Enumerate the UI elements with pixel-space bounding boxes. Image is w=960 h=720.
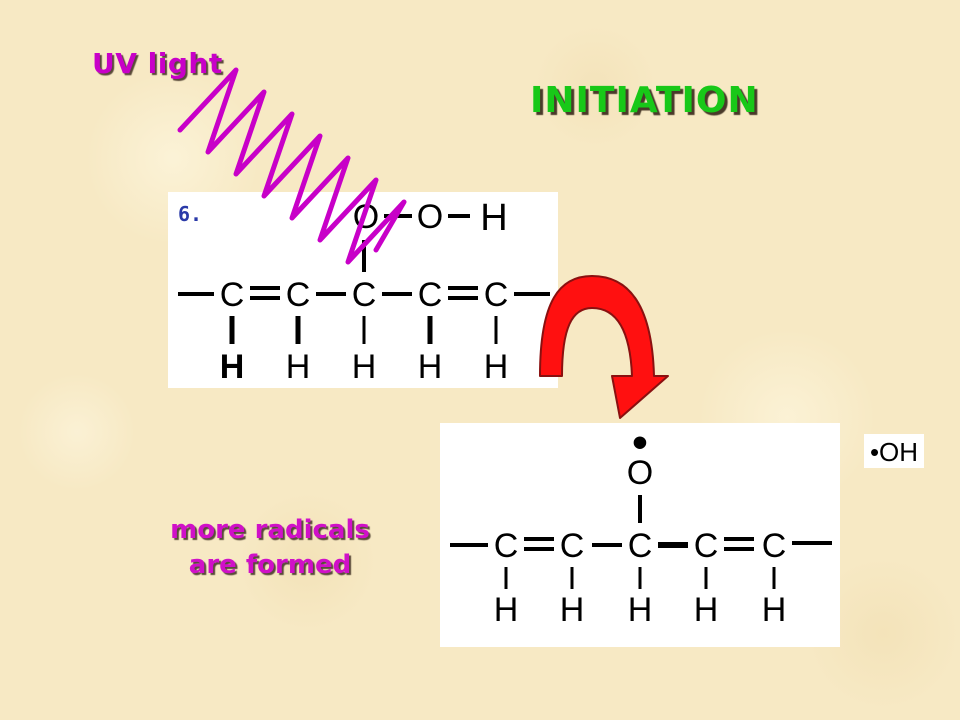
atom-c5: C <box>762 527 787 565</box>
molecule-bottom: • O C C C C C H H H H H <box>450 423 832 629</box>
atom-c4: C <box>694 527 719 565</box>
hydroxyl-radical-label: •OH <box>870 437 918 467</box>
hydroxyl-radical-box: •OH <box>864 434 924 468</box>
atom-o2: O <box>417 198 443 236</box>
atom-c3: C <box>352 276 377 314</box>
atom-h-peroxide: H <box>480 197 507 239</box>
radical-dot: • <box>632 423 647 467</box>
uv-light-label: UV light <box>92 47 223 80</box>
atom-c2: C <box>286 276 311 314</box>
atom-c2: C <box>560 527 585 565</box>
molecule-panel-top: O O H C C C C C H H H H H <box>168 192 558 388</box>
curved-arrow-icon <box>539 275 669 419</box>
atom-h5: H <box>762 591 787 629</box>
atom-h4: H <box>694 591 719 629</box>
result-text-line-1: more radicals <box>170 515 370 545</box>
atom-h2: H <box>286 348 311 386</box>
atom-c1: C <box>220 276 245 314</box>
atom-h3: H <box>628 591 653 629</box>
atom-o-radical: O <box>627 454 653 492</box>
atom-h4: H <box>418 348 443 386</box>
molecule-top: O O H C C C C C H H H H H <box>178 197 550 386</box>
atom-h1: H <box>220 348 245 386</box>
atom-h3: H <box>352 348 377 386</box>
molecule-panel-bottom: • O C C C C C H H H H H <box>440 423 840 647</box>
page-title: INITIATION <box>530 80 759 121</box>
result-text-line-2: are formed <box>188 550 352 580</box>
hydroxyl-radical: •OH <box>870 437 918 467</box>
atom-h1: H <box>494 591 519 629</box>
atom-c1: C <box>494 527 519 565</box>
atom-c3: C <box>628 527 653 565</box>
atom-c4: C <box>418 276 443 314</box>
step-number: 6. <box>178 202 203 226</box>
atom-h5: H <box>484 348 509 386</box>
result-text: more radicals are formed <box>140 513 400 583</box>
atom-o1: O <box>353 198 379 236</box>
atom-h2: H <box>560 591 585 629</box>
atom-c5: C <box>484 276 509 314</box>
